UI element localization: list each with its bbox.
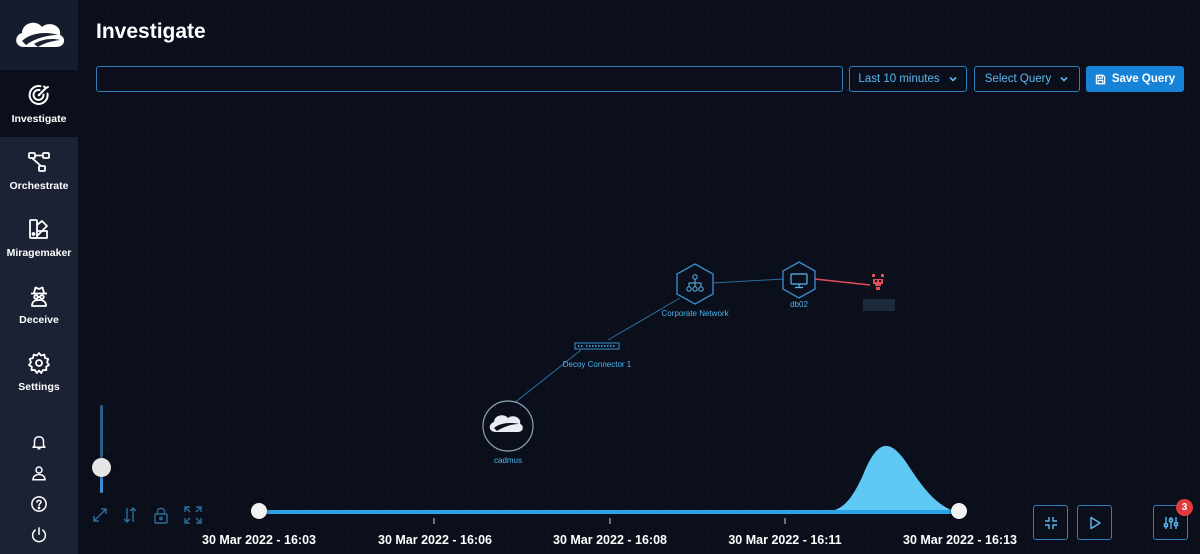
investigation-graph bbox=[482, 261, 895, 452]
spy-icon bbox=[31, 286, 47, 307]
help-button[interactable] bbox=[27, 492, 51, 516]
nav-orchestrate[interactable]: Orchestrate bbox=[0, 137, 78, 204]
search-input[interactable] bbox=[96, 66, 843, 92]
collapse-icon bbox=[1044, 516, 1057, 529]
profile-button[interactable] bbox=[27, 461, 51, 485]
timeline-tick-label: 30 Mar 2022 - 16:06 bbox=[378, 533, 492, 547]
timeline-tick-label: 30 Mar 2022 - 16:13 bbox=[903, 533, 1017, 547]
zoom-slider[interactable] bbox=[92, 405, 111, 493]
page-title: Investigate bbox=[96, 20, 206, 43]
filters-count-badge: 3 bbox=[1176, 499, 1193, 516]
network-switch-icon bbox=[578, 345, 615, 347]
play-button[interactable] bbox=[1077, 505, 1112, 540]
save-query-button[interactable]: Save Query bbox=[1086, 66, 1184, 92]
node-label-placeholder bbox=[863, 299, 895, 311]
query-select[interactable]: Select Query bbox=[974, 66, 1080, 92]
sort-button[interactable] bbox=[119, 504, 141, 526]
attacker-icon bbox=[872, 274, 884, 290]
cloud-swoosh-icon bbox=[489, 415, 523, 432]
nav-investigate[interactable]: Investigate bbox=[0, 70, 78, 137]
collapse-button[interactable] bbox=[1033, 505, 1068, 540]
timeline-track bbox=[259, 510, 959, 514]
cloud-swoosh-logo bbox=[16, 22, 65, 47]
monitor-icon bbox=[790, 273, 808, 289]
save-query-label: Save Query bbox=[1111, 73, 1176, 85]
palette-icon bbox=[29, 218, 48, 239]
nav-settings[interactable]: Settings bbox=[0, 338, 78, 405]
graph-edge-alert bbox=[814, 278, 871, 286]
graph-edge bbox=[507, 349, 582, 409]
graph-edge bbox=[711, 278, 785, 284]
workflow-icon bbox=[28, 151, 50, 172]
zoom-slider-fill bbox=[100, 466, 103, 493]
timeline-tick-label: 30 Mar 2022 - 16:08 bbox=[553, 533, 667, 547]
user-icon bbox=[32, 466, 46, 481]
node-attacker[interactable] bbox=[863, 274, 895, 311]
sidebar: Investigate Orchestrate Miragemaker Dec bbox=[0, 0, 78, 554]
timeline-tick-label: 30 Mar 2022 - 16:03 bbox=[202, 533, 316, 547]
timeline-end-handle[interactable] bbox=[951, 503, 967, 519]
help-icon bbox=[31, 496, 47, 512]
time-range-label: Last 10 minutes bbox=[858, 73, 940, 85]
filters-button[interactable] bbox=[1153, 505, 1188, 540]
expand-icon bbox=[93, 508, 107, 522]
time-range-select[interactable]: Last 10 minutes bbox=[849, 66, 967, 92]
node-corporate-network[interactable] bbox=[676, 263, 714, 305]
nav-investigate-label: Investigate bbox=[11, 112, 67, 125]
sort-vertical-icon bbox=[123, 507, 137, 523]
gear-icon bbox=[28, 351, 50, 374]
nav-deceive[interactable]: Deceive bbox=[0, 271, 78, 338]
notifications-button[interactable] bbox=[27, 430, 51, 454]
nav-deceive-label: Deceive bbox=[19, 313, 59, 326]
node-cadmus[interactable] bbox=[482, 400, 534, 452]
timeline-activity-area bbox=[818, 445, 958, 513]
expand-button[interactable] bbox=[89, 504, 111, 526]
bell-icon bbox=[32, 436, 46, 450]
nav-orchestrate-label: Orchestrate bbox=[9, 179, 69, 192]
floppy-disk-icon bbox=[1095, 74, 1106, 84]
target-icon bbox=[28, 84, 49, 105]
node-decoy-connector[interactable] bbox=[574, 342, 620, 350]
query-select-label: Select Query bbox=[984, 73, 1052, 85]
play-icon bbox=[1089, 516, 1101, 529]
app-logo[interactable] bbox=[0, 0, 78, 70]
node-label-cadmus: cadmus bbox=[493, 456, 523, 465]
timeline[interactable] bbox=[78, 430, 1200, 554]
node-label-db02: db02 bbox=[790, 300, 808, 309]
nav-miragemaker[interactable]: Miragemaker bbox=[0, 204, 78, 271]
power-icon bbox=[31, 527, 47, 543]
lock-button[interactable] bbox=[150, 504, 172, 526]
node-label-corporate-network: Corporate Network bbox=[661, 309, 729, 318]
node-db02[interactable] bbox=[782, 261, 816, 299]
graph-edge bbox=[607, 297, 681, 341]
network-hub-icon bbox=[686, 274, 704, 292]
timeline-start-handle[interactable] bbox=[251, 503, 267, 519]
nav-settings-label: Settings bbox=[18, 380, 60, 393]
chevron-down-icon bbox=[1060, 76, 1068, 82]
zoom-slider-handle[interactable] bbox=[92, 457, 111, 477]
lock-icon bbox=[154, 507, 168, 524]
fit-screen-icon bbox=[184, 506, 202, 524]
main-area: Investigate Last 10 minutes Select Query… bbox=[78, 0, 1200, 554]
timeline-ticks bbox=[433, 518, 786, 524]
logout-button[interactable] bbox=[27, 523, 51, 547]
timeline-tick-label: 30 Mar 2022 - 16:11 bbox=[728, 533, 842, 547]
node-label-decoy-connector: Decoy Connector 1 bbox=[562, 360, 632, 369]
chevron-down-icon bbox=[949, 76, 957, 82]
sliders-icon bbox=[1163, 516, 1178, 529]
nav-miragemaker-label: Miragemaker bbox=[6, 246, 72, 259]
fit-screen-button[interactable] bbox=[182, 504, 204, 526]
